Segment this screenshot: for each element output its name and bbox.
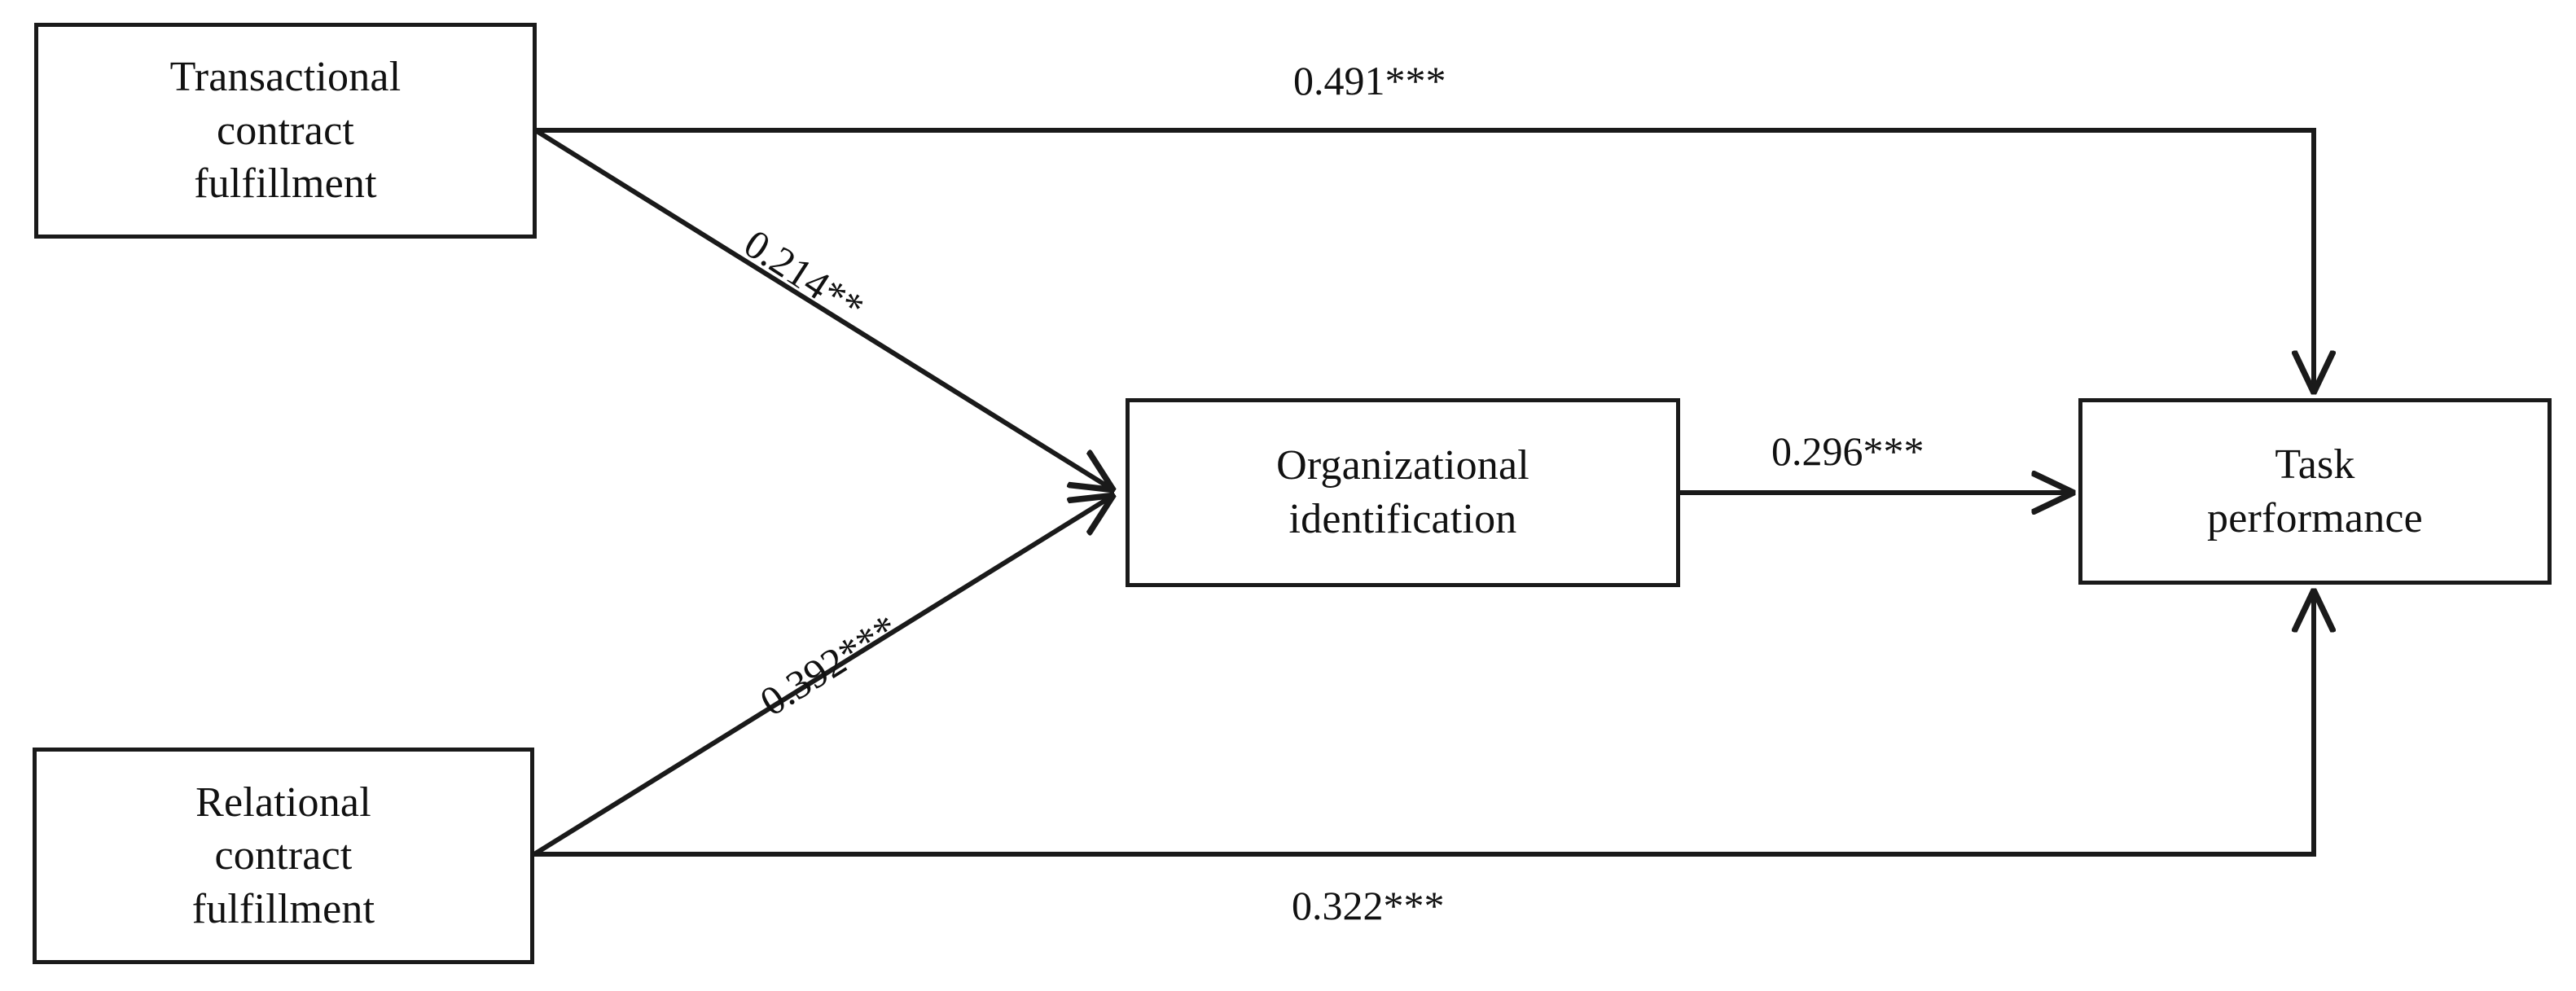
node-relational-contract-fulfillment[interactable]: Relational contract fulfillment [33,748,534,964]
node-label: Organizational identification [1276,442,1529,542]
path-arrow-a5 [534,591,2314,857]
node-label: Task performance [2207,441,2423,542]
node-transactional-contract-fulfillment[interactable]: Transactional contract fulfillment [34,23,537,239]
path-coefficient-label-a4: 0.296*** [1771,428,1924,474]
node-task-performance[interactable]: Task performance [2078,398,2552,585]
path-arrow-a1 [537,128,2314,392]
node-organizational-identification[interactable]: Organizational identification [1126,398,1680,587]
node-label: Relational contract fulfillment [191,778,375,932]
path-coefficient-label-a5: 0.322*** [1292,883,1445,928]
path-coefficient-label-a1: 0.491*** [1293,58,1446,103]
path-arrow-a2 [535,129,1112,489]
path-arrow-a3 [533,496,1112,857]
node-label: Transactional contract fulfillment [169,54,402,208]
